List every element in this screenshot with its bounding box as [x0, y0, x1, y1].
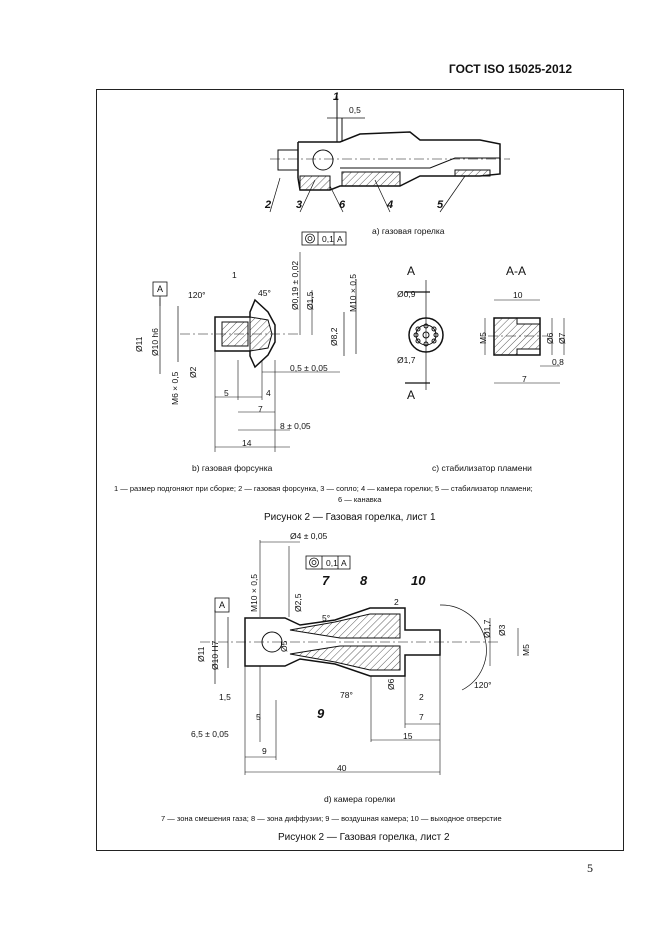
- dim-d11-b: Ø11: [134, 336, 144, 352]
- angle-78: 78°: [340, 690, 353, 700]
- dim-d4-005: Ø4 ± 0,05: [290, 531, 328, 541]
- legend-sheet1-line1: 1 — размер подгоняют при сборке; 2 — газ…: [114, 484, 533, 493]
- dim-d10h7: Ø10 H7: [210, 640, 220, 670]
- burner-chamber-drawing: [200, 540, 519, 775]
- dim-d82: Ø8,2: [329, 327, 339, 346]
- dim-d2: Ø2: [188, 366, 198, 378]
- dim-5-d: 5: [256, 712, 261, 722]
- angle-120-b: 120°: [188, 290, 206, 300]
- label-n4: 4: [387, 199, 394, 211]
- figure-title-sheet2: Рисунок 2 — Газовая горелка, лист 2: [278, 832, 450, 843]
- dim-d17-d: Ø1,7: [482, 619, 492, 638]
- dim-14: 14: [242, 438, 252, 448]
- dim-40: 40: [337, 763, 347, 773]
- section-a-mark-bottom: A: [407, 388, 416, 402]
- dim-d6-d: Ø6: [386, 678, 396, 690]
- angle-120-d: 120°: [474, 680, 492, 690]
- dim-0-5-005: 0,5 ± 0,05: [290, 363, 328, 373]
- burner-assembly-drawing: [269, 96, 510, 213]
- dim-8-005: 8 ± 0,05: [280, 421, 311, 431]
- dim-d5-d: Ø5: [279, 640, 289, 652]
- dim-d17-c: Ø1,7: [397, 355, 416, 365]
- legend-sheet2: 7 — зона смешения газа; 8 — зона диффузи…: [161, 814, 502, 823]
- tolerance-value-b: 0,1: [322, 234, 334, 244]
- dim-d25: Ø2,5: [293, 593, 303, 612]
- dim-1-5: 1,5: [219, 692, 231, 702]
- angle-45: 45°: [258, 288, 271, 298]
- dim-m5-c: M5: [478, 332, 488, 344]
- dim-m10-d: M10 × 0,5: [249, 573, 259, 612]
- dim-one: 1: [232, 270, 237, 280]
- dim-7-c: 7: [522, 374, 527, 384]
- gas-injector-drawing: [152, 231, 357, 452]
- dim-2-bottom: 2: [419, 692, 424, 702]
- label-n10: 10: [411, 573, 426, 588]
- angle-5: 5°: [322, 613, 331, 623]
- label-n1: 1: [333, 91, 340, 103]
- dim-d09: Ø0,9: [397, 289, 416, 299]
- dim-2-top: 2: [394, 597, 399, 607]
- flame-stabiliser-drawing: [405, 280, 565, 390]
- dim-d3: Ø3: [497, 624, 507, 636]
- page-number: 5: [587, 861, 593, 875]
- label-n2: 2: [265, 199, 272, 211]
- label-n3: 3: [296, 199, 303, 211]
- dim-10-c: 10: [513, 290, 523, 300]
- label-n8: 8: [360, 573, 368, 588]
- dim-7-b: 7: [258, 404, 263, 414]
- legend-sheet1-line2: 6 — канавка: [338, 495, 382, 504]
- dim-7-d: 7: [419, 712, 424, 722]
- dim-d6-c: Ø6: [545, 332, 555, 344]
- datum-a-d: A: [219, 600, 226, 610]
- dim-d019: Ø0,19 ± 0,02: [290, 260, 300, 310]
- label-n6: 6: [339, 199, 346, 211]
- dim-6-5-005: 6,5 ± 0,05: [191, 729, 229, 739]
- dim-d7-c: Ø7: [557, 332, 567, 344]
- dim-5-b: 5: [224, 388, 229, 398]
- dim-d11-d: Ø11: [196, 646, 206, 662]
- tolerance-value-d: 0,1: [326, 558, 338, 568]
- tolerance-datum-d: A: [341, 558, 347, 568]
- datum-a-b: A: [157, 284, 164, 294]
- label-n5: 5: [437, 199, 444, 211]
- caption-a: a) газовая горелка: [372, 226, 445, 236]
- dim-4-b: 4: [266, 388, 271, 398]
- section-a-mark: A: [407, 264, 416, 278]
- dim-d10h6: Ø10 h6: [150, 328, 160, 356]
- dim-15: 15: [403, 731, 413, 741]
- caption-c: c) стабилизатор пламени: [432, 463, 532, 473]
- dim-d15: Ø1,5: [305, 291, 315, 310]
- figure-frame: [96, 89, 624, 851]
- caption-b: b) газовая форсунка: [192, 463, 273, 473]
- dim-0-8: 0,8: [552, 357, 564, 367]
- standard-header: ГОСТ ISO 15025-2012: [448, 62, 572, 76]
- dim-9: 9: [262, 746, 267, 756]
- section-aa-title: A-A: [506, 264, 527, 278]
- figure-title-sheet1: Рисунок 2 — Газовая горелка, лист 1: [264, 512, 436, 523]
- dim-m5-d: M5: [521, 644, 531, 656]
- label-n7: 7: [322, 573, 330, 588]
- dim-m10: M10 × 0,5: [348, 273, 358, 312]
- dim-m6: M6 × 0,5: [170, 371, 180, 405]
- tolerance-datum-b: A: [337, 234, 343, 244]
- dim-0-5: 0,5: [349, 105, 361, 115]
- label-n9: 9: [317, 706, 325, 721]
- caption-d: d) камера горелки: [324, 794, 396, 804]
